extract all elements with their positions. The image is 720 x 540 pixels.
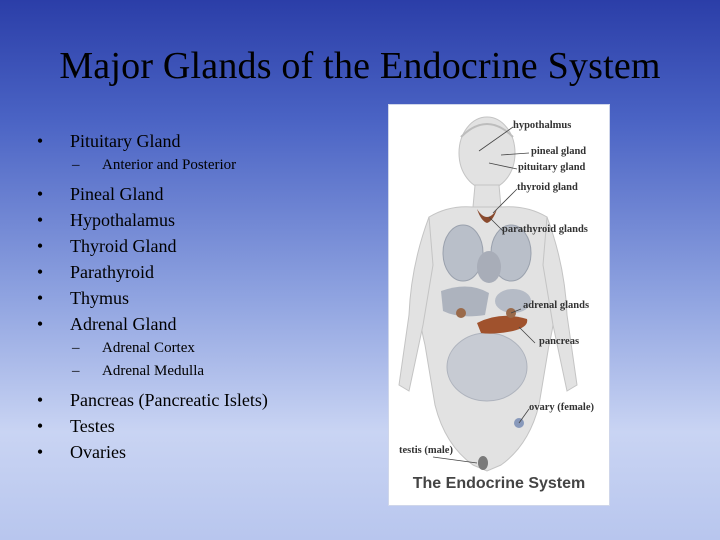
label-parathyroid-glands: parathyroid glands xyxy=(502,224,588,235)
figure-caption: The Endocrine System xyxy=(412,475,586,492)
dash-marker: – xyxy=(72,340,80,356)
list-item-text: Hypothalamus xyxy=(70,210,175,230)
slide-title: Major Glands of the Endocrine System xyxy=(59,45,661,87)
label-thyroid-gland: thyroid gland xyxy=(517,182,578,193)
list-item: • Ovaries xyxy=(30,439,370,465)
bullet-marker: • xyxy=(36,210,44,230)
stomach-shape xyxy=(495,289,531,313)
list-item-text: Thymus xyxy=(70,288,130,308)
list-item-text: Thyroid Gland xyxy=(70,236,177,256)
dash-marker: – xyxy=(72,157,80,173)
list-item-text: Pancreas (Pancreatic Islets) xyxy=(70,390,268,410)
hair-outline xyxy=(460,123,514,138)
list-item: • Thyroid Gland xyxy=(30,233,370,259)
pineal-leader xyxy=(500,152,530,156)
adrenal-leader xyxy=(510,308,522,314)
ovary-leader xyxy=(518,408,530,424)
bullet-marker: • xyxy=(36,236,44,256)
bullet-marker: • xyxy=(36,288,44,308)
heart-shape xyxy=(477,251,501,283)
parathyroid-leader xyxy=(488,216,504,232)
neck-shape xyxy=(472,184,502,208)
list-item-text: Adrenal Gland xyxy=(70,314,177,334)
label-testis: testis (male) xyxy=(399,445,453,456)
list-item-text: Pineal Gland xyxy=(70,184,164,204)
bullet-marker: • xyxy=(36,184,44,204)
testis-leader xyxy=(432,456,478,464)
pancreas-shape xyxy=(477,315,528,334)
label-hypothalmus: hypothalmus xyxy=(513,120,572,131)
list-item: • Adrenal Gland xyxy=(30,311,370,337)
bullet-marker: • xyxy=(36,262,44,282)
label-ovary: ovary (female) xyxy=(529,402,595,413)
list-item: • Thymus xyxy=(30,285,370,311)
endocrine-diagram: hypothalmus pineal gland pituitary gland… xyxy=(389,105,609,505)
list-item-text: Ovaries xyxy=(70,442,126,462)
bullet-marker: • xyxy=(36,390,44,410)
list-item-text: Parathyroid xyxy=(70,262,154,282)
bullet-marker: • xyxy=(36,442,44,462)
adrenal-left-shape xyxy=(456,308,466,318)
testis-shape xyxy=(478,456,488,470)
thyroid-shape xyxy=(477,209,497,223)
label-pineal-gland: pineal gland xyxy=(531,146,587,157)
thyroid-leader xyxy=(492,188,518,214)
list-item: • Pancreas (Pancreatic Islets) xyxy=(30,387,370,413)
bullet-marker: • xyxy=(36,131,44,151)
pancreas-leader xyxy=(518,326,536,344)
body-illustration xyxy=(398,116,578,472)
right-arm-shape xyxy=(542,216,578,392)
list-item: • Hypothalamus xyxy=(30,207,370,233)
sub-item-text: Adrenal Medulla xyxy=(102,363,205,379)
intestines-shape xyxy=(446,332,528,402)
list-item-text: Testes xyxy=(70,416,115,436)
label-adrenal-glands: adrenal glands xyxy=(523,300,590,311)
bullet-marker: • xyxy=(36,314,44,334)
list-item: • Pituitary Gland xyxy=(30,128,370,154)
bullet-marker: • xyxy=(36,416,44,436)
sub-list-item: – Adrenal Cortex xyxy=(30,337,370,360)
list-item-text: Pituitary Gland xyxy=(70,131,181,151)
sub-item-text: Adrenal Cortex xyxy=(102,340,195,356)
bullet-list: • Pituitary Gland – Anterior and Posterior… xyxy=(30,128,370,465)
left-arm-shape xyxy=(398,216,434,392)
hypothalamus-leader xyxy=(478,126,514,152)
head-shape xyxy=(458,116,516,190)
sub-item-text: Anterior and Posterior xyxy=(102,157,237,173)
dash-marker: – xyxy=(72,363,80,379)
pituitary-leader xyxy=(488,162,518,170)
sub-list-item: – Adrenal Medulla xyxy=(30,360,370,383)
sub-list-item: – Anterior and Posterior xyxy=(30,154,370,177)
label-pituitary-gland: pituitary gland xyxy=(518,162,586,173)
list-item: • Pineal Gland xyxy=(30,181,370,207)
liver-shape xyxy=(441,286,489,317)
label-pancreas: pancreas xyxy=(539,336,580,347)
list-item: • Testes xyxy=(30,413,370,439)
left-lung-shape xyxy=(442,224,484,282)
list-item: • Parathyroid xyxy=(30,259,370,285)
